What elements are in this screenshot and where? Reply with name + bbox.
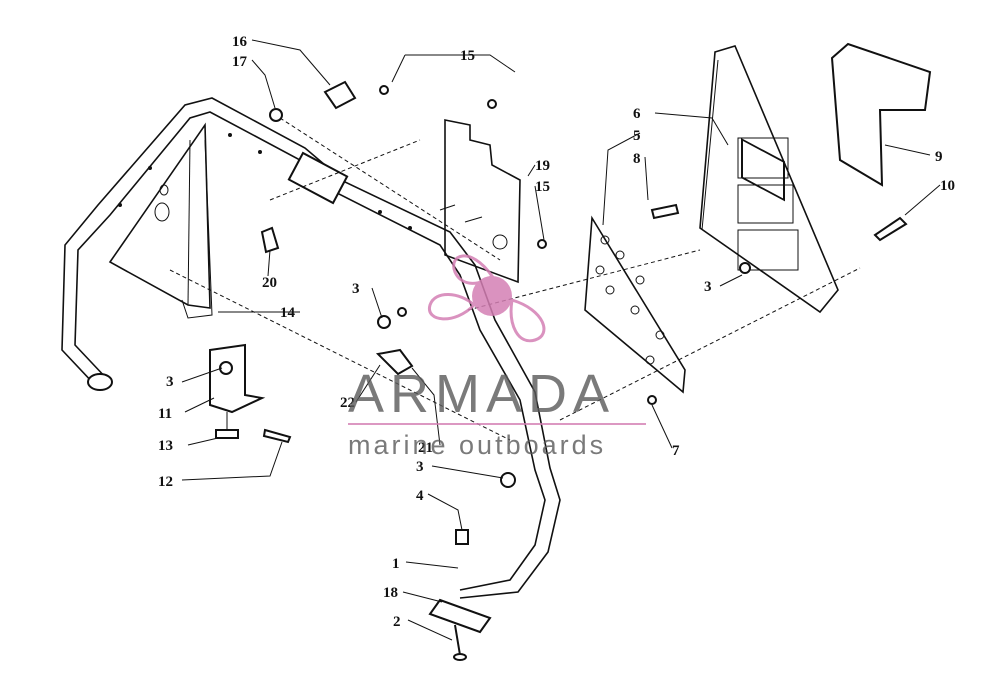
nut-3-left xyxy=(219,361,233,375)
alignment-lines xyxy=(169,117,861,441)
callout-13: 13 xyxy=(158,438,173,454)
callout-7: 7 xyxy=(672,443,680,459)
callout-3-left: 3 xyxy=(166,374,174,390)
knob-16 xyxy=(323,80,357,110)
spacer-4 xyxy=(455,529,469,545)
watermark-tagline: marine outboards xyxy=(348,430,606,460)
callout-3-center: 3 xyxy=(352,281,360,297)
callout-15-top: 15 xyxy=(460,48,475,64)
right-side-panel xyxy=(699,45,839,314)
callout-labels: 16 17 15 19 15 6 5 8 9 10 3 3 20 14 3 11… xyxy=(158,34,955,630)
left-bracket xyxy=(209,343,292,444)
nut-17 xyxy=(269,108,283,122)
foam-block xyxy=(830,42,932,187)
callout-4: 4 xyxy=(416,488,424,504)
left-side-panel xyxy=(108,122,213,319)
nut-3-right xyxy=(739,262,751,274)
propeller-logo-icon xyxy=(428,254,546,343)
tube-end-cap xyxy=(87,373,113,391)
screw-12 xyxy=(262,428,292,444)
callout-3-right: 3 xyxy=(704,279,712,295)
callout-12: 12 xyxy=(158,474,173,490)
callout-16: 16 xyxy=(232,34,248,50)
callout-21: 21 xyxy=(418,440,433,456)
nut-3-lower xyxy=(500,472,516,488)
bracket-8 xyxy=(650,203,680,220)
nut-3-center xyxy=(377,315,391,329)
leader-lines xyxy=(181,39,941,641)
latch-22 xyxy=(375,348,414,376)
callout-6: 6 xyxy=(633,106,641,122)
callout-18: 18 xyxy=(383,585,398,601)
callout-10: 10 xyxy=(940,178,955,194)
callout-5: 5 xyxy=(633,128,641,144)
callout-15-mid: 15 xyxy=(535,179,550,195)
callout-22: 22 xyxy=(340,395,355,411)
watermark-brand: ARMADA xyxy=(348,364,615,424)
bolt-2 xyxy=(454,624,465,656)
right-perforated-plate xyxy=(584,215,686,394)
screw-7 xyxy=(647,395,657,405)
callout-14: 14 xyxy=(280,305,296,321)
callout-17: 17 xyxy=(232,54,248,70)
plate-18 xyxy=(428,598,492,634)
clip-20 xyxy=(260,226,280,254)
callout-11: 11 xyxy=(158,406,172,422)
callout-8: 8 xyxy=(633,151,641,167)
callout-20: 20 xyxy=(262,275,277,291)
callout-3-lower: 3 xyxy=(416,459,424,475)
callout-2: 2 xyxy=(393,614,401,630)
tube-clamp xyxy=(287,151,349,205)
bolt-10 xyxy=(873,216,908,242)
hardware xyxy=(260,80,908,661)
bumper-tube xyxy=(61,97,561,599)
armada-watermark: ARMADA marine outboards xyxy=(348,254,646,460)
callout-9: 9 xyxy=(935,149,943,165)
callout-1: 1 xyxy=(392,556,400,572)
callout-19: 19 xyxy=(535,158,550,174)
center-plate xyxy=(439,119,521,284)
